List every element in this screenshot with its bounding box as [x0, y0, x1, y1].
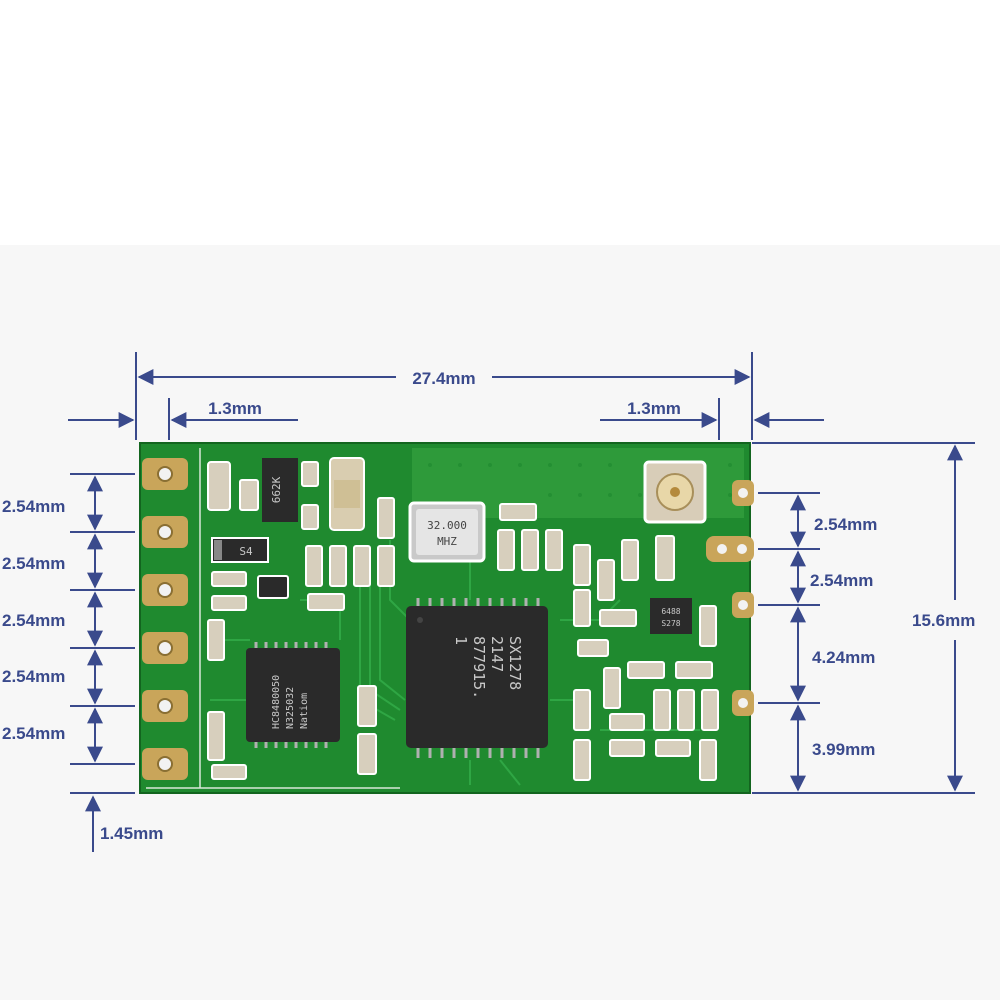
height-total-label: 15.6mm	[912, 611, 975, 630]
right-pad-2	[706, 536, 754, 562]
tantalum-capacitor	[329, 457, 365, 531]
small-ic-line-1: 6488	[661, 607, 680, 616]
crystal-unit-label: MHZ	[437, 535, 457, 548]
sx1278-ic: SX1278 2147 877915. 1	[406, 598, 548, 758]
edge-right-label: 1.3mm	[627, 399, 681, 418]
right-pitch-label-1: 2.54mm	[814, 515, 877, 534]
right-pads	[706, 480, 754, 716]
width-total-label: 27.4mm	[412, 369, 475, 388]
left-pitch-label-1: 2.54mm	[2, 497, 65, 516]
small-ic: 6488 S278	[650, 598, 692, 634]
crystal-oscillator: 32.000 MHZ	[408, 501, 486, 563]
ic-label-line-3: 877915.	[470, 636, 488, 699]
left-pitch-label-5: 2.54mm	[2, 724, 65, 743]
left-pad-6	[142, 748, 188, 780]
ic-label-line-2: 2147	[488, 636, 506, 672]
left-pad-3	[142, 574, 188, 606]
diode-label: S4	[239, 545, 253, 558]
pcb-board: 32.000 MHZ SX1278 2147 877915. 1	[139, 442, 754, 794]
mcu-label-line-2: N325032	[285, 687, 296, 729]
regulator-label: 662K	[270, 476, 283, 503]
left-pad-2	[142, 516, 188, 548]
dimension-annotations	[68, 352, 975, 852]
ic-label-line-1: SX1278	[506, 636, 524, 690]
ic-label-line-4: 1	[452, 636, 470, 645]
left-pad-5	[142, 690, 188, 722]
right-pitch-label-2: 2.54mm	[810, 571, 873, 590]
ufl-antenna-connector	[643, 460, 707, 524]
right-pad-3	[732, 592, 754, 618]
dimension-labels: 27.4mm 1.3mm 1.3mm 15.6mm 2.54mm 2.54mm …	[2, 366, 975, 843]
right-gap-label: 4.24mm	[812, 648, 875, 667]
mcu-chip: HC8480050 N325032 Natiom	[246, 642, 340, 748]
right-bottom-label: 3.99mm	[812, 740, 875, 759]
right-pad-1	[732, 480, 754, 506]
left-pitch-label-2: 2.54mm	[2, 554, 65, 573]
right-pad-4	[732, 690, 754, 716]
diode: S4	[211, 537, 269, 563]
left-pitch-label-3: 2.54mm	[2, 611, 65, 630]
voltage-regulator: 662K	[262, 458, 298, 522]
smd-passives	[207, 461, 719, 781]
left-pad-4	[142, 632, 188, 664]
left-pads	[142, 458, 188, 780]
small-ic-line-2: S278	[661, 619, 680, 628]
mcu-label-line-3: Natiom	[299, 693, 310, 729]
mcu-label-line-1: HC8480050	[271, 675, 282, 729]
edge-left-label: 1.3mm	[208, 399, 262, 418]
left-pad-1	[142, 458, 188, 490]
left-pitch-label-4: 2.54mm	[2, 667, 65, 686]
left-bottom-label: 1.45mm	[100, 824, 163, 843]
crystal-freq-label: 32.000	[427, 519, 467, 532]
